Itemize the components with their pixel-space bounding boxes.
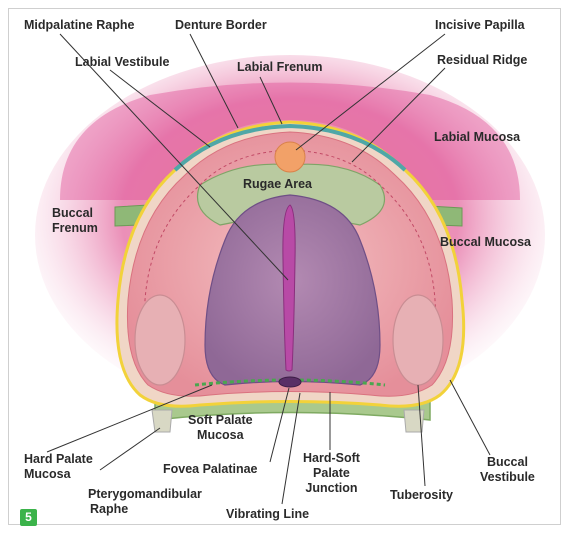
- label-buccal-frenum-line2: Frenum: [52, 221, 98, 236]
- figure-number-badge: 5: [20, 509, 37, 526]
- label-buccal-vestibule: Buccal Vestibule: [480, 455, 535, 485]
- label-rugae-area: Rugae Area: [243, 177, 312, 192]
- label-soft-palate-mucosa-line2: Mucosa: [188, 428, 253, 443]
- tuberosity-left: [135, 295, 185, 385]
- label-hard-palate-mucosa: Hard Palate Mucosa: [24, 452, 93, 482]
- label-buccal-vestibule-line2: Vestibule: [480, 470, 535, 485]
- label-tuberosity: Tuberosity: [390, 488, 453, 503]
- label-hard-soft-junction-line3: Junction: [303, 481, 360, 496]
- label-buccal-mucosa: Buccal Mucosa: [440, 235, 531, 250]
- label-buccal-frenum-line1: Buccal: [52, 206, 98, 221]
- label-incisive-papilla: Incisive Papilla: [435, 18, 525, 33]
- label-labial-vestibule: Labial Vestibule: [75, 55, 169, 70]
- fovea-palatinae: [279, 377, 301, 387]
- label-pterygomandibular-raphe: Pterygomandibular Raphe: [88, 487, 202, 517]
- label-denture-border: Denture Border: [175, 18, 267, 33]
- label-midpalatine-raphe: Midpalatine Raphe: [24, 18, 134, 33]
- label-soft-palate-mucosa-line1: Soft Palate: [188, 413, 253, 428]
- label-hard-soft-junction-line1: Hard-Soft: [303, 451, 360, 466]
- label-soft-palate-mucosa: Soft Palate Mucosa: [188, 413, 253, 443]
- label-vibrating-line: Vibrating Line: [226, 507, 309, 522]
- midpalatine-raphe: [283, 205, 295, 371]
- tuberosity-right: [393, 295, 443, 385]
- label-buccal-vestibule-line1: Buccal: [480, 455, 535, 470]
- label-hard-soft-junction-line2: Palate: [303, 466, 360, 481]
- label-labial-frenum: Labial Frenum: [237, 60, 322, 75]
- pterygomandibular-tab-left: [152, 410, 172, 432]
- label-residual-ridge: Residual Ridge: [437, 53, 527, 68]
- label-fovea-palatinae: Fovea Palatinae: [163, 462, 258, 477]
- label-buccal-frenum: Buccal Frenum: [52, 206, 98, 236]
- label-hard-palate-mucosa-line2: Mucosa: [24, 467, 93, 482]
- label-pterygomandibular-line2: Raphe: [88, 502, 202, 517]
- leader-buccal-vestibule: [450, 380, 490, 455]
- label-hard-palate-mucosa-line1: Hard Palate: [24, 452, 93, 467]
- label-labial-mucosa: Labial Mucosa: [434, 130, 520, 145]
- leader-pterygomandibular-raphe: [100, 428, 160, 470]
- label-hard-soft-junction: Hard-Soft Palate Junction: [303, 451, 360, 496]
- label-pterygomandibular-line1: Pterygomandibular: [88, 487, 202, 502]
